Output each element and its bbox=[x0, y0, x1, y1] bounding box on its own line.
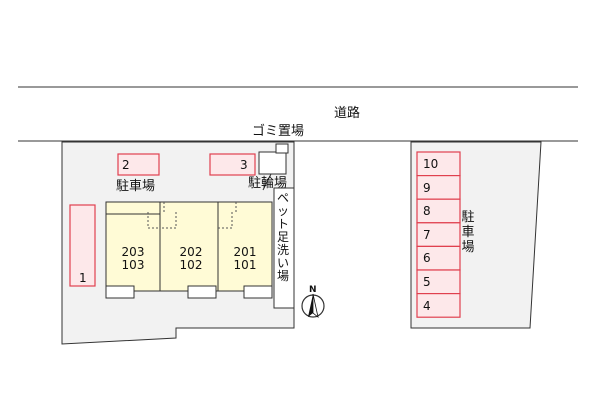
garbage-label: ゴミ置場 bbox=[252, 124, 305, 139]
unit-upper: 202 bbox=[179, 245, 203, 259]
right-parking-label: 駐車場 bbox=[461, 210, 475, 255]
parking-space-3 bbox=[209, 153, 256, 176]
left-parking-label: 駐車場 bbox=[116, 179, 156, 194]
unit-porch bbox=[105, 285, 135, 299]
parking-number-2: 2 bbox=[122, 158, 130, 172]
bicycle-label: 駐輪場 bbox=[248, 176, 288, 191]
parking-number-9: 9 bbox=[423, 180, 431, 195]
unit-label: 202 102 bbox=[171, 246, 211, 272]
bicycle-parking-area bbox=[258, 151, 287, 175]
unit-label: 203 103 bbox=[113, 246, 153, 272]
building bbox=[105, 201, 273, 292]
parking-number-3: 3 bbox=[240, 158, 248, 172]
parking-space-1 bbox=[69, 204, 96, 287]
dashed-outline bbox=[160, 212, 177, 229]
right-parking-spaces bbox=[416, 151, 461, 318]
parking-number-1: 1 bbox=[79, 271, 87, 285]
parking-number-6: 6 bbox=[423, 251, 431, 266]
north-label: N bbox=[309, 285, 317, 295]
unit-label: 201 101 bbox=[225, 246, 265, 272]
dashed-outline bbox=[147, 212, 160, 229]
unit-upper: 203 bbox=[121, 245, 145, 259]
unit-porch bbox=[187, 285, 217, 299]
road-label: 道路 bbox=[334, 106, 361, 121]
unit-lower: 101 bbox=[233, 258, 257, 272]
pet-wash-label: ペット足洗い場 bbox=[276, 191, 289, 283]
parking-number-10: 10 bbox=[423, 157, 439, 171]
unit-upper: 201 bbox=[233, 245, 257, 259]
unit-lower: 103 bbox=[121, 258, 145, 272]
unit-lower: 102 bbox=[179, 258, 203, 272]
dashed-outline bbox=[218, 212, 233, 229]
garbage-area bbox=[275, 143, 289, 154]
parking-space-4 bbox=[416, 293, 461, 318]
parking-space-2 bbox=[117, 153, 160, 176]
parking-number-5: 5 bbox=[423, 275, 431, 289]
unit-porch bbox=[243, 285, 273, 299]
building-notch bbox=[105, 201, 161, 215]
parking-number-8: 8 bbox=[423, 204, 431, 219]
north-arrow-icon bbox=[308, 294, 313, 317]
north-arrow-icon bbox=[312, 293, 319, 319]
pet-wash-area bbox=[273, 187, 295, 309]
parking-number-7: 7 bbox=[423, 227, 431, 242]
leader-line bbox=[262, 173, 272, 191]
parking-number-4: 4 bbox=[423, 298, 431, 313]
